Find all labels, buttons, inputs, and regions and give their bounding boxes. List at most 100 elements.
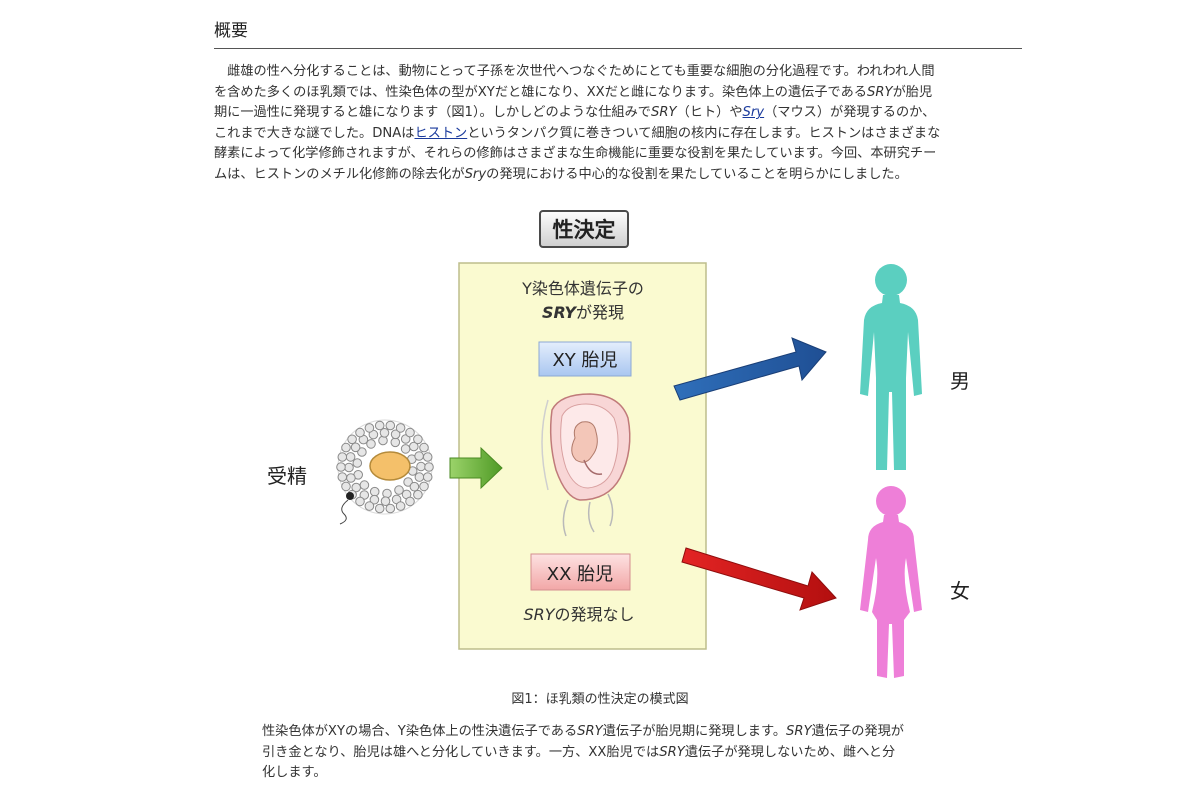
follicle-cell (409, 481, 420, 492)
intro-line: 雌雄の性へ分化することは、動物にとって子孫を次世代へつなぐためにとても重要な細胞… (214, 62, 1024, 83)
gene-name: SRY (542, 303, 577, 322)
xx-label-text: XX 胎児 (547, 564, 613, 585)
explain-line: 化します。 (262, 763, 982, 784)
follicle-cell (414, 472, 425, 482)
intro-text: 雌雄の性へ分化することは、動物にとって子孫を次世代へつなぐためにとても重要な細胞… (214, 64, 935, 79)
follicle-cell (400, 444, 411, 454)
intro-paragraph: 雌雄の性へ分化することは、動物にとって子孫を次世代へつなぐためにとても重要な細胞… (214, 62, 1024, 186)
intro-text: の発現における中心的な役割を果たしていることを明らかにしました。 (486, 166, 908, 182)
figure-explanation: 性染色体がXYの場合、Y染色体上の性決遺伝子であるSRY遺伝子が胎児期に発現しま… (262, 722, 982, 784)
follicle-cell (413, 434, 423, 445)
follicle-cell (355, 496, 365, 507)
follicle-cell (413, 489, 423, 500)
follicle-cell (374, 420, 385, 431)
gene-name: Sry (464, 166, 487, 182)
follicle-cell (395, 423, 406, 433)
gene-name: SRY (786, 724, 812, 739)
explain-text: 遺伝子が胎児期に発現します。 (602, 724, 787, 739)
follicle-cell (336, 462, 346, 472)
uterus-fetus-icon (541, 393, 631, 537)
gene-name: SRY (523, 605, 555, 624)
section-heading: 概要 (214, 18, 1022, 49)
female-figure-icon (860, 486, 922, 678)
intro-text: ムは、ヒストンのメチル化修飾の除去化が (214, 166, 465, 182)
intro-text: というタンパク質に巻きついて細胞の核内に存在します。ヒストンはさまざまな (467, 125, 941, 141)
follicle-cell (352, 458, 363, 468)
intro-line: 期に一過性に発現すると雄になります（図1）。しかしどのような仕組みでSRY（ヒト… (214, 103, 1024, 124)
follicle-cell (359, 480, 370, 490)
follicle-cell (350, 442, 361, 453)
follicle-cell (424, 462, 434, 472)
follicle-cell (405, 496, 415, 507)
fertilization-label: 受精 (267, 464, 307, 488)
follicle-cell (369, 494, 380, 505)
follicle-cell (394, 485, 404, 495)
follicle-cell (344, 462, 354, 473)
follicle-cell (390, 429, 401, 440)
follicle-cell (357, 447, 367, 457)
follicle-cell (382, 488, 392, 499)
intro-text: （マウス）が発現するのか、 (764, 105, 936, 121)
explain-line: 引き金となり、胎児は雄へと分化していきます。一方、XX胎児ではSRY遺伝子が発現… (262, 743, 982, 764)
follicle-cell (422, 472, 433, 482)
follicle-cell (378, 435, 388, 446)
expressed-text: が発現 (576, 303, 624, 322)
follicle-cell (385, 420, 396, 431)
no-expression-label: の発現なし (555, 605, 635, 624)
explain-line: 性染色体がXYの場合、Y染色体上の性決遺伝子であるSRY遺伝子が胎児期に発現しま… (262, 722, 982, 743)
histone-link[interactable]: ヒストン (414, 125, 468, 141)
follicle-cell (355, 427, 365, 438)
figure-caption: 図1：ほ乳類の性決定の模式図 (511, 692, 689, 707)
female-arrow (681, 547, 837, 611)
male-label: 男 (950, 369, 970, 393)
follicle-cell (346, 473, 356, 483)
intro-text: 酵素によって化学修飾されますが、それらの修飾はさまざまな生命機能に重要な役割を果… (214, 146, 937, 162)
xx-fetus-label: XX 胎児 (530, 553, 631, 591)
follicle-cell (369, 486, 380, 497)
follicle-cell (419, 442, 429, 453)
follicle-cell (364, 423, 375, 433)
box-heading-line2: SRYが発現 (542, 303, 624, 322)
male-arrow (673, 337, 827, 401)
male-figure-icon (860, 264, 922, 470)
sry-link[interactable]: Sry (742, 105, 765, 121)
follicle-cell (341, 442, 351, 453)
follicle-cell (422, 452, 433, 462)
follicle-cell (345, 452, 356, 462)
fertilized-egg-icon (336, 419, 434, 525)
intro-line: を含めた多くのほ乳類では、性染色体の型がXYだと雄になり、XXだと雌になります。… (214, 83, 1024, 104)
box-heading-line1: Y染色体遺伝子の (521, 279, 644, 298)
female-label: 女 (950, 579, 970, 603)
gene-name: SRY (659, 744, 685, 760)
follicle-cell (380, 496, 391, 507)
follicle-cell (405, 427, 415, 438)
fertilization-arrow (449, 446, 503, 490)
intro-line: 酵素によって化学修飾されますが、それらの修飾はさまざまな生命機能に重要な役割を果… (214, 144, 1024, 165)
follicle-cell (390, 437, 401, 448)
follicle-cell (337, 452, 348, 462)
intro-line: ムは、ヒストンのメチル化修飾の除去化がSryの発現における中心的な役割を果たして… (214, 165, 1024, 186)
explain-text: 遺伝子が発現しないため、雌へと分 (684, 744, 896, 760)
follicle-cell (347, 434, 357, 445)
follicle-cell (416, 461, 426, 472)
xy-label-text: XY 胎児 (552, 350, 617, 371)
follicle-cell (385, 503, 396, 514)
follicle-cell (351, 482, 362, 493)
explain-text: 性染色体がXYの場合、Y染色体上の性決遺伝子である (262, 724, 578, 739)
explain-text: 遺伝子の発現が (811, 724, 904, 739)
gene-name: SRY (577, 724, 603, 739)
follicle-cell (337, 472, 348, 482)
follicle-cell (419, 481, 429, 492)
follicle-cell (366, 439, 376, 449)
follicle-cell (374, 503, 385, 514)
follicle-cell (403, 477, 413, 487)
explain-text: 引き金となり、胎児は雄へと分化していきます。一方、XX胎児では (262, 744, 660, 760)
follicle-cell (379, 428, 390, 438)
intro-line: これまで大きな謎でした。DNAはヒストンというタンパク質に巻きついて細胞の核内に… (214, 124, 1024, 145)
intro-text: を含めた多くのほ乳類では、性染色体の型がXYだと雄になり、XXだと雌になります。… (214, 84, 867, 100)
figure-title-box: 性決定 (539, 210, 629, 248)
explain-text: 化します。 (262, 765, 327, 780)
gene-name: SRY (867, 84, 893, 100)
xy-fetus-label: XY 胎児 (538, 341, 632, 377)
